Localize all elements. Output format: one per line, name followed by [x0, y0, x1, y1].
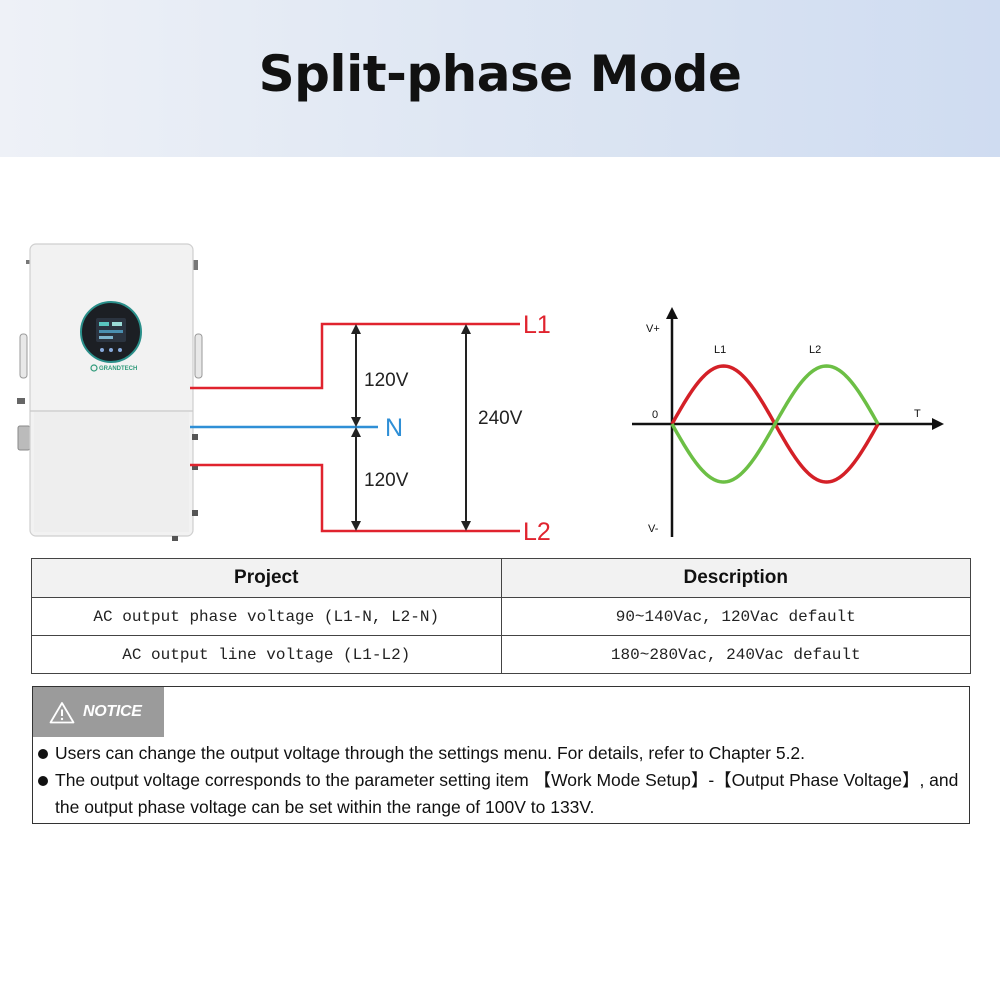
table-cell: AC output line voltage (L1-L2) — [31, 635, 502, 674]
notice-label: NOTICE — [83, 703, 142, 720]
l1-label: L1 — [523, 311, 551, 339]
neutral-label: N — [385, 414, 403, 442]
wiring-diagram: 120V 120V 240V L1 N L2 — [190, 311, 551, 546]
column-header-description: Description — [500, 558, 971, 598]
svg-text:GRANDTECH: GRANDTECH — [99, 366, 137, 372]
l2-label: L2 — [523, 518, 551, 546]
page-title: Split-phase Mode — [258, 45, 742, 103]
notice-item: The output voltage corresponds to the pa… — [37, 767, 961, 821]
notice-tag: NOTICE — [33, 687, 164, 737]
right-handle — [194, 333, 203, 379]
notice-item-text: The output voltage corresponds to the pa… — [55, 770, 959, 817]
l1-wire — [190, 322, 520, 390]
waveform-diagram: V+ V- T 0 L1 L2 — [632, 307, 944, 537]
bullet-icon — [38, 776, 48, 786]
side-connector — [17, 425, 31, 451]
lower-voltage-label: 120V — [364, 470, 409, 491]
table-row: AC output phase voltage (L1-N, L2-N) 90~… — [31, 597, 971, 636]
notice-item: Users can change the output voltage thro… — [37, 740, 961, 767]
column-header-project: Project — [31, 558, 502, 598]
l1-wave-label: L1 — [714, 344, 726, 356]
warning-triangle-icon — [49, 701, 75, 723]
y-negative-label: V- — [648, 523, 659, 535]
x-axis-label: T — [914, 408, 921, 420]
upper-voltage-label: 120V — [364, 370, 409, 391]
notice-box: NOTICE Users can change the output volta… — [32, 686, 970, 824]
header-banner: Split-phase Mode — [0, 0, 1000, 157]
l2-wave-label: L2 — [809, 344, 821, 356]
l2-waveform — [670, 364, 880, 484]
brand-logo: GRANDTECH — [90, 364, 137, 372]
table-cell: AC output phase voltage (L1-N, L2-N) — [31, 597, 502, 636]
table-cell: 90~140Vac, 120Vac default — [500, 597, 971, 636]
spec-table: Project Description AC output phase volt… — [31, 558, 971, 674]
table-row: AC output line voltage (L1-L2) 180~280Va… — [31, 635, 971, 674]
left-handle — [19, 333, 28, 379]
bullet-icon — [38, 749, 48, 759]
l2-wire — [190, 463, 520, 533]
origin-label: 0 — [652, 409, 658, 421]
notice-item-text: Users can change the output voltage thro… — [55, 743, 806, 763]
table-cell: 180~280Vac, 240Vac default — [500, 635, 971, 674]
line-voltage-label: 240V — [478, 408, 523, 429]
inverter-image: GRANDTECH — [17, 243, 203, 541]
notice-list: Users can change the output voltage thro… — [37, 740, 961, 821]
table-header-row: Project Description — [31, 558, 971, 598]
y-positive-label: V+ — [646, 323, 660, 335]
